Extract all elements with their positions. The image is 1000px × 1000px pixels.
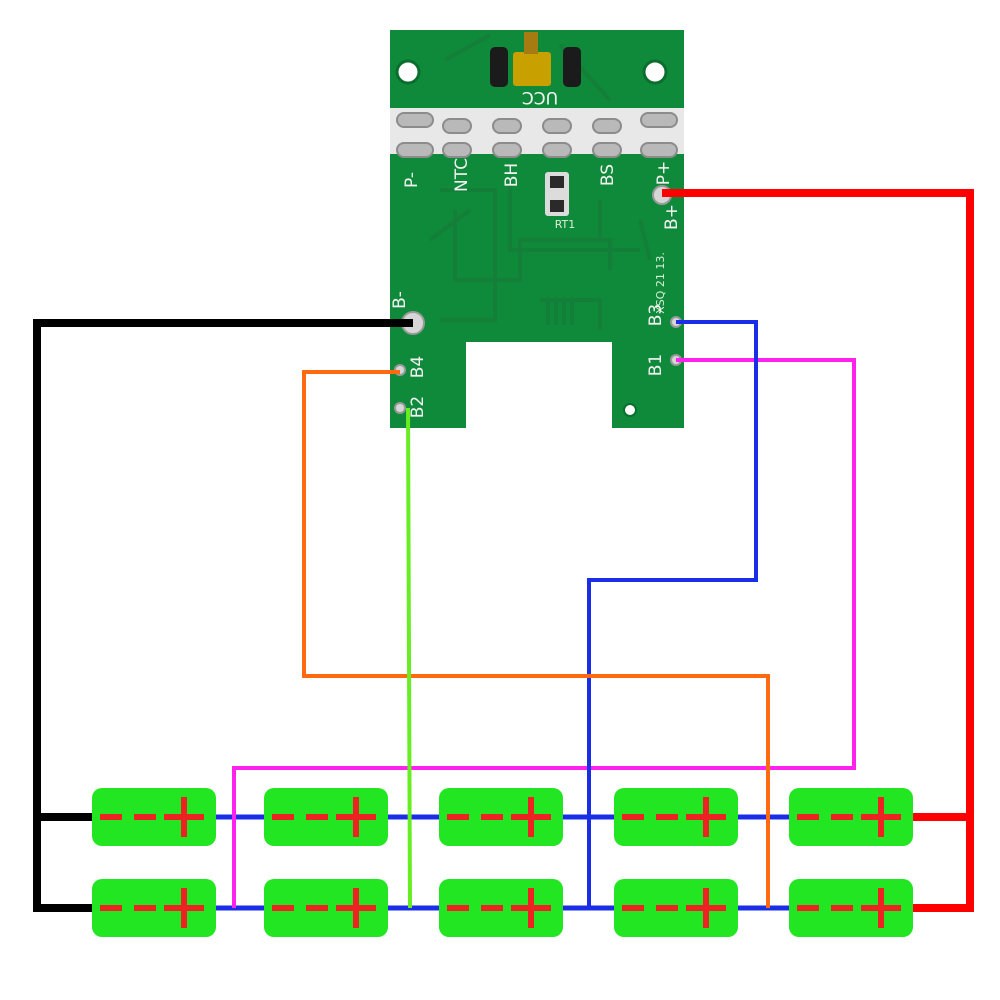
b-minus-label: B- — [390, 291, 410, 309]
rt-pad-top — [550, 176, 564, 188]
bh-label: BH — [502, 163, 522, 187]
b2-wire — [406, 407, 412, 909]
b4-wire — [302, 370, 770, 908]
terminal-pads-upper — [396, 112, 678, 134]
plus-sign-icon — [336, 797, 376, 837]
mount-hole-top-right — [642, 59, 668, 85]
plus-sign-icon — [686, 797, 726, 837]
terminal-pads-lower — [396, 142, 678, 158]
battery-cell-top-4 — [614, 788, 738, 846]
p-plus-label: P+ — [654, 161, 674, 186]
bms-board: UCC P- NTC BH BS P+ RT1 — [390, 30, 684, 428]
plus-sign-icon — [164, 888, 204, 928]
battery-cell-bottom-2 — [264, 879, 388, 937]
b3-wire — [587, 320, 758, 908]
b1-wire — [232, 358, 856, 908]
b3-label: B3 — [646, 304, 666, 326]
battery-cell-top-3 — [439, 788, 563, 846]
battery-cell-bottom-3 — [439, 879, 563, 937]
mosfet-right — [563, 47, 581, 87]
plus-sign-icon — [511, 797, 551, 837]
b1-label: B1 — [646, 354, 666, 376]
b-minus-wire — [33, 319, 413, 912]
bs-label: BS — [598, 164, 618, 186]
mount-hole-bottom-right — [623, 403, 637, 417]
battery-cell-top-1 — [92, 788, 216, 846]
center-component — [513, 52, 551, 86]
battery-cell-top-5 — [789, 788, 913, 846]
board-model-label: XSQ 21 13. — [654, 252, 667, 314]
plus-sign-icon — [164, 797, 204, 837]
cell-series-links — [213, 814, 789, 911]
battery-cell-bottom-5 — [789, 879, 913, 937]
plus-sign-icon — [861, 797, 901, 837]
plus-sign-icon — [861, 888, 901, 928]
plus-sign-icon — [686, 888, 726, 928]
b2-label: B2 — [408, 396, 428, 418]
center-component-lead — [524, 32, 538, 54]
wires — [33, 189, 974, 912]
b-plus-label: B+ — [662, 204, 682, 230]
mount-hole-top-left — [395, 59, 421, 85]
battery-cell-bottom-4 — [614, 879, 738, 937]
battery-cell-top-2 — [264, 788, 388, 846]
terminal-header — [390, 108, 684, 154]
battery-cells — [92, 788, 913, 937]
b2-pad — [394, 402, 406, 414]
rt-pad-bottom — [550, 200, 564, 212]
mosfet-left — [490, 47, 508, 87]
b4-label: B4 — [408, 356, 428, 378]
b-plus-wire — [662, 189, 974, 912]
ntc-label: NTC — [452, 158, 472, 192]
plus-sign-icon — [511, 888, 551, 928]
ucc-label: UCC — [522, 87, 558, 107]
p-minus-label: P- — [402, 172, 422, 188]
rt-label: RT1 — [555, 218, 576, 231]
battery-cell-bottom-1 — [92, 879, 216, 937]
plus-sign-icon — [336, 888, 376, 928]
